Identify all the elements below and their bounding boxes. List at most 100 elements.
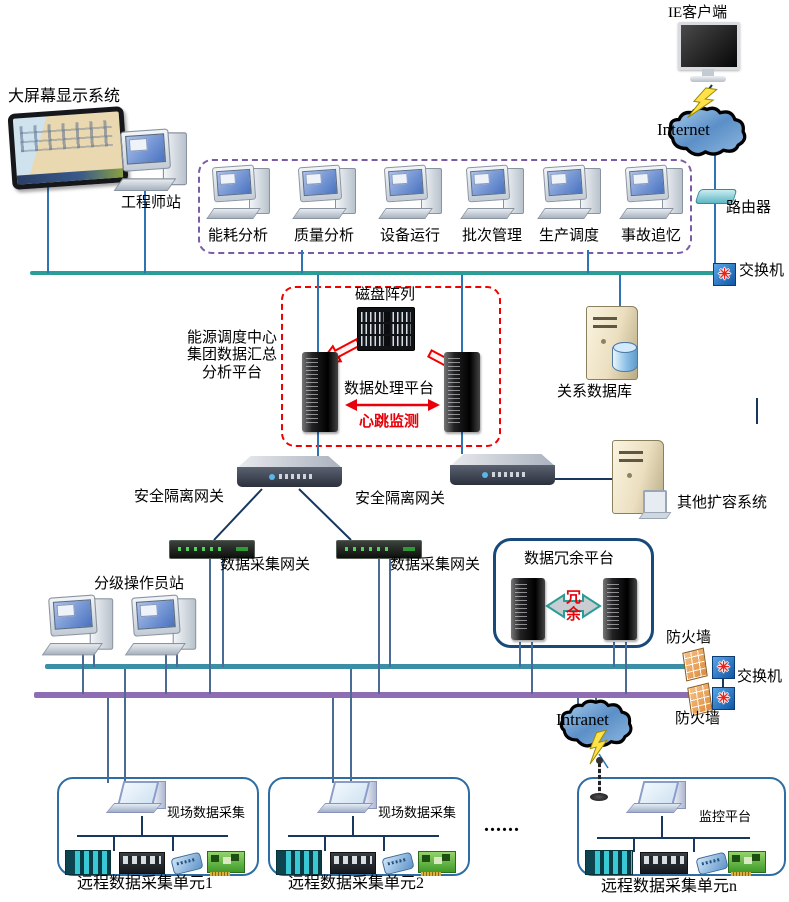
line-redL-purple xyxy=(531,642,533,694)
workstation-label-4: 批次管理 xyxy=(462,228,523,244)
firewall-top-icon xyxy=(682,647,708,682)
unitn-pci-card-icon xyxy=(728,851,766,876)
unit2-laptop-drop xyxy=(352,816,354,836)
unitn-inner-label: 监控平台 xyxy=(699,809,752,824)
unit2-pci-card-icon xyxy=(418,851,456,876)
unit2-bus xyxy=(288,835,439,837)
other-system-label: 其他扩容系统 xyxy=(677,495,768,511)
line-teal-unit2 xyxy=(350,669,352,783)
workstation-label-1: 能耗分析 xyxy=(208,228,269,244)
unit2-drop-b xyxy=(383,835,385,851)
security-gateway-right-label: 安全隔离网关 xyxy=(355,491,446,507)
firewall-top-label: 防火墙 xyxy=(666,630,712,646)
unit1-drop-b xyxy=(172,835,174,851)
unit2-title: 远程数据采集单元2 xyxy=(288,875,425,892)
data-gateway-left-label: 数据采集网关 xyxy=(220,557,311,573)
line-analysisbox-bus-left xyxy=(301,250,303,273)
other-system-monitor-icon xyxy=(643,490,667,514)
top-switch-icon: ✳ xyxy=(713,263,736,286)
line-op2-teal xyxy=(176,648,178,667)
redundancy-server-right-icon xyxy=(603,578,637,640)
unitn-plc-module-icon xyxy=(585,850,633,875)
line-serverR-gateway2 xyxy=(461,432,463,454)
redundancy-groupbox xyxy=(493,538,654,648)
unitn-drop-a xyxy=(633,837,635,852)
line-lightning-antenna xyxy=(598,753,609,769)
workstation-icon-6 xyxy=(619,164,685,222)
lower-teal-bus xyxy=(45,664,687,669)
workstation-label-3: 设备运行 xyxy=(380,228,441,244)
line-dgw2-teal xyxy=(389,558,391,667)
top-switch-label: 交换机 xyxy=(739,263,785,279)
redundancy-title: 数据冗余平台 xyxy=(524,551,615,567)
unitn-antenna-base-icon xyxy=(590,793,608,801)
intranet-label: Intranet xyxy=(556,710,609,729)
security-gateway-left-label: 安全隔离网关 xyxy=(134,489,225,505)
lower-switch-icon-a: ✳ xyxy=(712,656,735,679)
workstation-icon-2 xyxy=(292,164,358,222)
workstation-icon-3 xyxy=(378,164,444,222)
lower-switch-label: 交换机 xyxy=(737,669,783,685)
disk-array-icon xyxy=(357,307,415,351)
line-bus-serverL xyxy=(317,275,319,353)
operator-pc-1-icon xyxy=(41,594,115,659)
unitn-laptop-drop xyxy=(661,816,663,837)
data-gateway-right-label: 数据采集网关 xyxy=(390,557,481,573)
line-bus-serverR xyxy=(461,275,463,353)
unit1-plc-module-icon xyxy=(65,850,111,875)
lightning-icon-intranet xyxy=(589,729,608,765)
unitn-title: 远程数据采集单元n xyxy=(601,878,738,895)
line-gateway2-othersystem xyxy=(552,478,614,480)
redundancy-word-top: 冗 xyxy=(566,590,582,606)
engineer-station-icon xyxy=(113,128,189,194)
unit1-inner-label: 现场数据采集 xyxy=(167,805,246,820)
line-dgw1-teal xyxy=(222,558,224,667)
line-right-stub xyxy=(756,398,758,424)
security-gateway-right-icon xyxy=(450,454,555,487)
disk-array-label: 磁盘阵列 xyxy=(355,287,416,303)
unit1-laptop-icon xyxy=(105,781,168,815)
line-op1-teal xyxy=(93,648,95,667)
data-platform-label: 数据处理平台 xyxy=(344,381,435,397)
platform-note-line2: 集团数据汇总 xyxy=(186,347,277,364)
unitn-antenna-mast-icon xyxy=(596,757,603,796)
processing-server-right-icon xyxy=(444,352,480,432)
ellipsis: ...... xyxy=(484,814,520,836)
line-dgw2-purple xyxy=(378,558,380,694)
unit1-pci-card-icon xyxy=(207,851,245,876)
workstation-label-5: 生产调度 xyxy=(539,228,600,244)
unit2-inner-label: 现场数据采集 xyxy=(378,805,457,820)
heartbeat-label: 心跳监测 xyxy=(359,414,420,430)
workstation-icon-1 xyxy=(206,164,272,222)
line-bus-database xyxy=(619,275,621,308)
line-dgw1-purple xyxy=(209,558,211,694)
line-purple-intranet-a xyxy=(577,698,579,708)
data-gateway-left-icon xyxy=(169,540,255,559)
line-switch-switch xyxy=(722,676,724,688)
workstation-label-2: 质量分析 xyxy=(294,228,355,244)
redundancy-server-left-icon xyxy=(511,578,545,640)
remote-unit-n-box xyxy=(577,777,786,876)
operator-pc-2-icon xyxy=(124,594,198,659)
unitn-controller-icon xyxy=(640,852,688,874)
analysis-stations-groupbox xyxy=(198,159,692,254)
platform-note: 能源调度中心 集团数据汇总 分析平台 xyxy=(180,330,284,382)
diag-gw1-dgw2 xyxy=(298,488,352,541)
database-cylinder-icon xyxy=(612,342,638,372)
unit1-title: 远程数据采集单元1 xyxy=(77,875,214,892)
security-gateway-left-icon xyxy=(237,456,342,489)
workstation-label-6: 事故追忆 xyxy=(621,228,682,244)
line-analysisbox-bus-right xyxy=(587,250,589,273)
lightning-icon-internet xyxy=(687,87,718,119)
line-teal-unit1 xyxy=(124,669,126,783)
big-screen-display-icon xyxy=(7,106,129,190)
unit1-bus xyxy=(77,835,228,837)
line-op2-purple xyxy=(165,648,167,694)
intranet-cloud-icon xyxy=(559,699,633,748)
ie-client-label: IE客户端 xyxy=(668,5,728,21)
line-purple-unit2 xyxy=(332,698,334,783)
top-ethernet-bus xyxy=(30,271,716,275)
line-redL-teal xyxy=(519,642,521,667)
processing-server-left-icon xyxy=(302,352,338,432)
workstation-icon-5 xyxy=(537,164,603,222)
